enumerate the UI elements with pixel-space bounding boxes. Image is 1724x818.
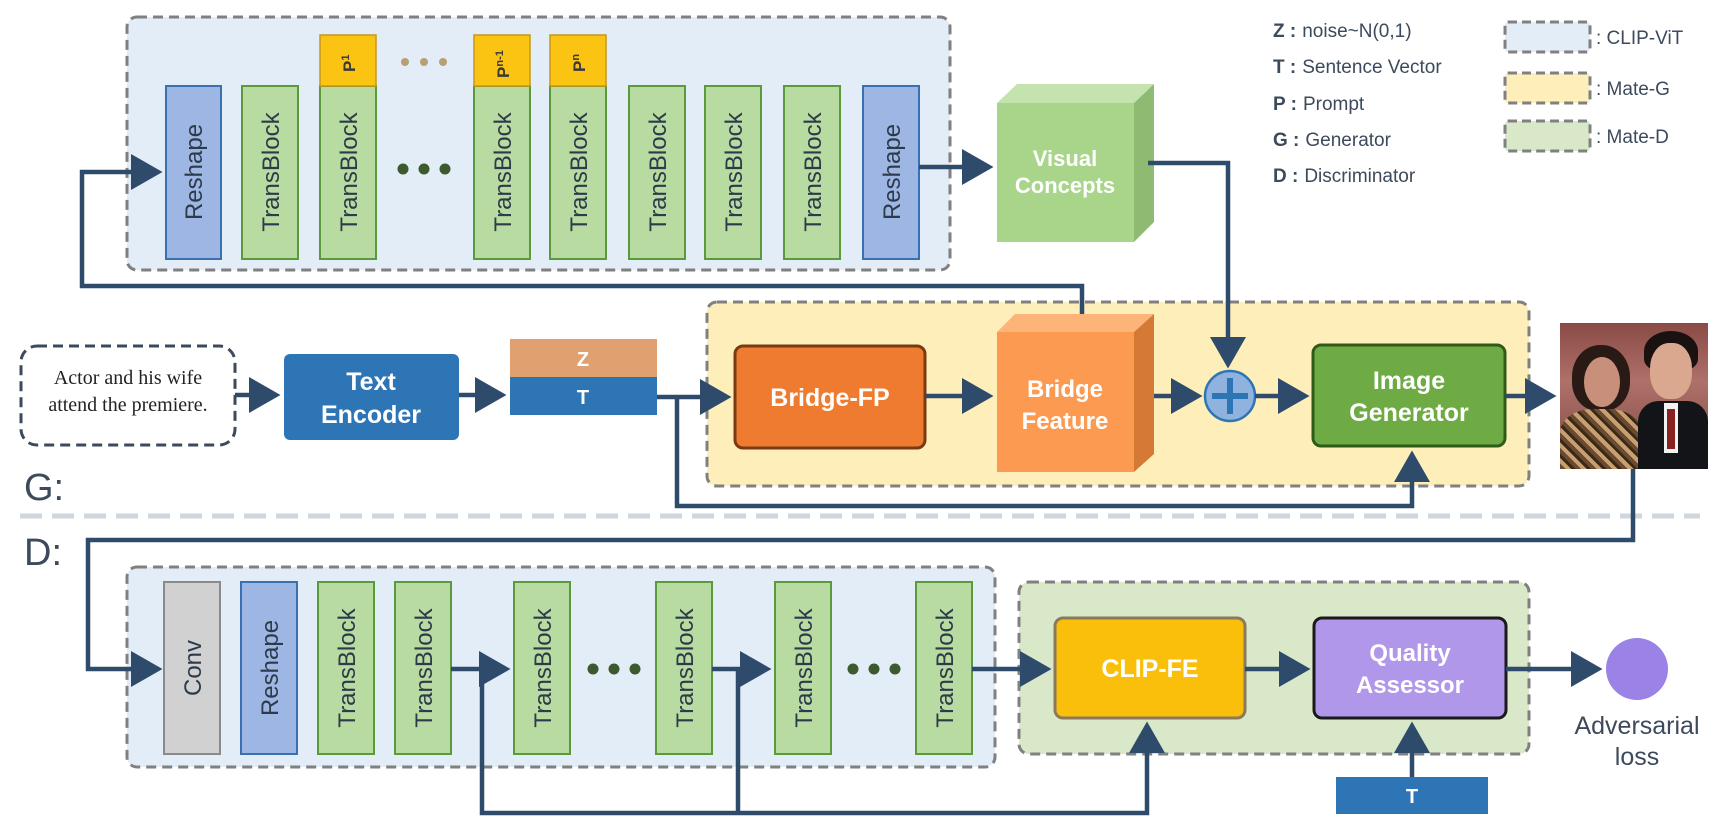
d-transblock-6 [915, 581, 973, 755]
legend-keys: Z :noise~N(0,1) T :Sentence Vector P :Pr… [1273, 21, 1442, 187]
adversarial-loss-circle [1606, 638, 1668, 700]
d-reshape-label: Reshape [257, 620, 284, 716]
g-reshape-label-2: Reshape [879, 124, 906, 220]
text-encoder-label-2: Encoder [321, 401, 421, 429]
visual-concepts-cube: Visual Concepts [997, 84, 1154, 242]
d-reshape-block [240, 581, 298, 755]
legend-label-clip-vit: : CLIP-ViT [1596, 28, 1684, 49]
g-transblock-label-6: TransBlock [721, 111, 748, 231]
visual-concepts-label-1: Visual [1033, 146, 1097, 171]
section-label-g: G: [24, 467, 64, 509]
d-transblock-label-4: TransBlock [672, 607, 699, 727]
g-transblock-7 [783, 85, 841, 260]
prompt-pn-label: Pn [570, 54, 589, 72]
image-generator-block [1311, 343, 1507, 448]
z-noise-block [510, 339, 657, 377]
d-conv-block [163, 581, 221, 755]
g-transblock-label-5: TransBlock [645, 111, 672, 231]
g-block-ellipsis [397, 163, 451, 175]
bridge-feature-cube: Bridge Feature [997, 314, 1154, 472]
d-transblock-label-3: TransBlock [530, 607, 557, 727]
prompt-pn-1-label: Pn-1 [494, 50, 513, 78]
bridge-feature-label-2: Feature [1022, 408, 1109, 435]
input-sentence-line-2: attend the premiere. [48, 394, 207, 416]
d-block-ellipsis-2 [847, 663, 901, 675]
adversarial-loss-label-1: Adversarial [1574, 712, 1699, 740]
legend-key-t: T :Sentence Vector [1273, 57, 1442, 78]
g-reshape-label-1: Reshape [181, 124, 208, 220]
d-transblock-2 [394, 581, 452, 755]
legend-swatch-mate-g [1503, 71, 1592, 105]
legend-key-g: G :Generator [1273, 130, 1392, 151]
t-sentence-label: T [577, 387, 589, 409]
bridge-fp-label: Bridge-FP [770, 384, 889, 412]
prompt-p1-label: P1 [340, 55, 359, 72]
d-block-ellipsis-1 [587, 663, 641, 675]
text-encoder-label-1: Text [346, 368, 396, 396]
z-noise-label: Z [577, 349, 589, 371]
generated-image [1560, 323, 1708, 469]
legend-swatch-mate-d [1503, 119, 1592, 153]
d-transblock-label-2: TransBlock [411, 607, 438, 727]
d-transblock-1 [317, 581, 375, 755]
g-transblock-label-2: TransBlock [336, 111, 363, 231]
arrow-d-skip-to-clip-fe [479, 669, 1165, 816]
discriminator-arrows [451, 651, 1603, 816]
legend-key-d: D :Discriminator [1273, 166, 1416, 187]
legend-key-z: Z :noise~N(0,1) [1273, 21, 1412, 42]
d-transblock-label-5: TransBlock [791, 607, 818, 727]
prompt-pn [549, 34, 607, 87]
d-t-sentence-label: T [1406, 786, 1418, 808]
g-transblock-4 [549, 85, 607, 260]
g-transblock-1 [241, 85, 299, 260]
d-transblock-label-1: TransBlock [334, 607, 361, 727]
g-transblock-3 [473, 85, 531, 260]
generator-arrows [79, 149, 1636, 687]
text-encoder-block [284, 354, 459, 440]
g-transblock-label-1: TransBlock [258, 111, 285, 231]
legend-key-p: P :Prompt [1273, 94, 1365, 115]
g-transblock-6 [704, 85, 762, 260]
g-transblock-5 [628, 85, 686, 260]
input-sentence-line-1: Actor and his wife [54, 367, 202, 389]
image-generator-label-1: Image [1373, 367, 1445, 395]
arrow-feature-to-reshape [79, 154, 1085, 314]
g-reshape-block-2 [862, 85, 920, 260]
legend-boxes: : CLIP-ViT : Mate-G : Mate-D [1503, 20, 1684, 153]
quality-assessor-label-1: Quality [1369, 640, 1451, 667]
arrow-concepts-to-plus [1148, 160, 1246, 369]
t-sentence-block [510, 377, 657, 415]
prompt-ellipsis [401, 58, 447, 66]
d-conv-label: Conv [180, 640, 207, 696]
image-generator-label-2: Generator [1349, 399, 1469, 427]
section-label-d: D: [24, 532, 62, 574]
plus-icon [1203, 369, 1257, 423]
d-transblock-3 [513, 581, 571, 755]
adversarial-loss-label-2: loss [1615, 743, 1659, 771]
bridge-feature-label-1: Bridge [1027, 376, 1103, 403]
g-transblock-label-7: TransBlock [800, 111, 827, 231]
legend-label-mate-g: : Mate-G [1596, 79, 1670, 100]
d-transblock-5 [774, 581, 832, 755]
g-transblock-label-3: TransBlock [490, 111, 517, 231]
legend-swatch-clip-vit [1503, 20, 1592, 54]
d-transblock-4 [655, 581, 713, 755]
arrow-zt-to-image-generator [674, 397, 1430, 509]
prompt-pn-1 [473, 34, 531, 87]
arrow-image-to-conv [85, 469, 1636, 687]
g-reshape-block-1 [165, 85, 222, 260]
g-transblock-label-4: TransBlock [566, 111, 593, 231]
quality-assessor-block [1312, 616, 1508, 720]
visual-concepts-label-2: Concepts [1015, 173, 1115, 198]
quality-assessor-label-2: Assessor [1356, 672, 1464, 699]
clip-fe-label: CLIP-FE [1101, 655, 1198, 683]
d-t-sentence-block [1336, 777, 1488, 814]
legend-label-mate-d: : Mate-D [1596, 127, 1669, 148]
g-transblock-2 [319, 85, 377, 260]
d-transblock-label-6: TransBlock [932, 607, 959, 727]
prompt-p1 [319, 34, 377, 87]
